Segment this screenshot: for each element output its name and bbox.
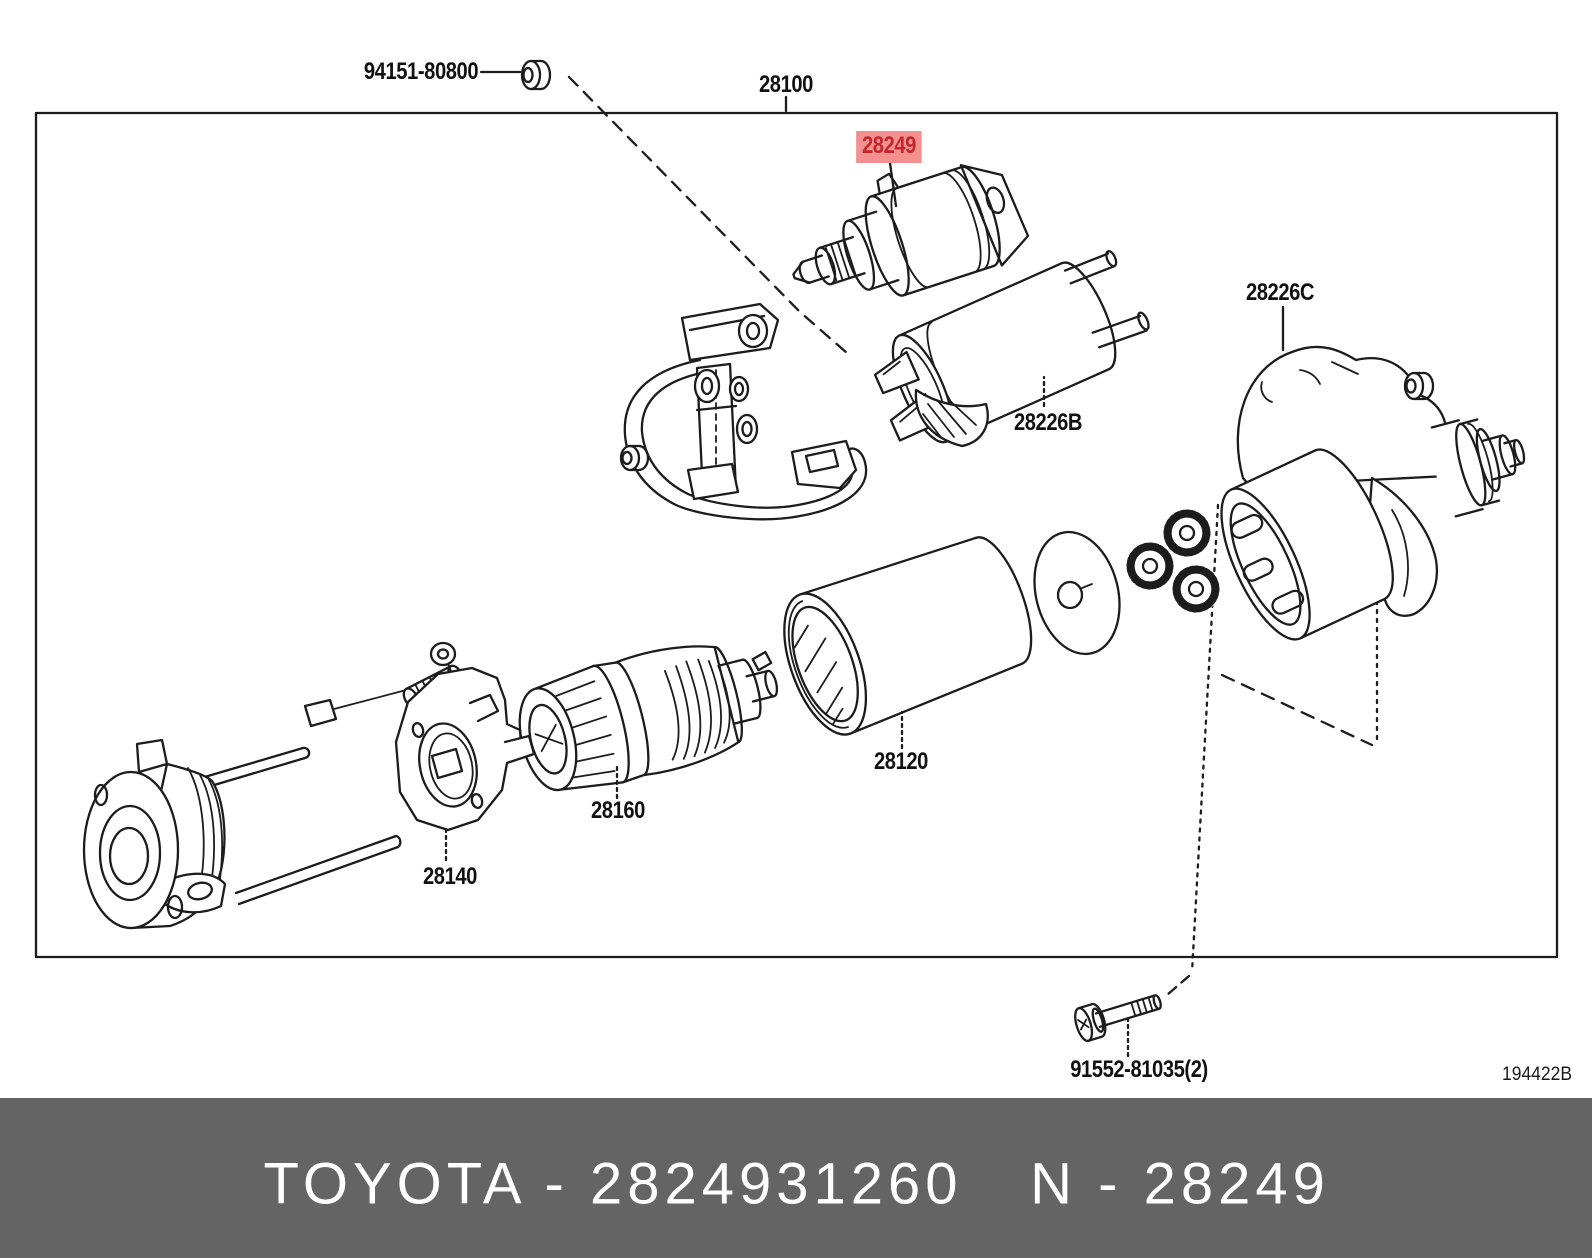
part-labels-layer: 94151-80800 28100 28249 28226C 28226B 28… xyxy=(363,58,1572,1085)
part-label-91552-81035: 91552-81035(2) xyxy=(1070,1056,1208,1083)
part-label-94151-80800: 94151-80800 xyxy=(363,58,479,85)
part-label-28140: 28140 xyxy=(423,863,477,890)
center-bearing-drawing xyxy=(303,641,536,832)
terminal-nut-drawing xyxy=(520,59,552,91)
part-label-28226C: 28226C xyxy=(1245,279,1315,306)
label-leader-lines xyxy=(444,70,1285,1058)
figure-reference-code: 194422B xyxy=(1502,1064,1572,1085)
harness-nut-icon xyxy=(619,444,650,472)
banner-full-part-number: TOYOTA - 2824931260 xyxy=(263,1151,963,1217)
mount-bolt-drawing xyxy=(1074,986,1162,1043)
part-label-28249-highlighted: 28249 xyxy=(856,131,922,163)
magnet-starter-switch-drawing xyxy=(792,164,1030,297)
part-label-28120: 28120 xyxy=(874,748,928,775)
diagram-frame-border xyxy=(34,111,1559,959)
part-number-banner: TOYOTA - 2824931260 N - 28249 xyxy=(0,1098,1592,1258)
part-label-28226B: 28226B xyxy=(1013,409,1083,436)
part-label-28100: 28100 xyxy=(759,71,813,98)
banner-short-part-number: N - 28249 xyxy=(1030,1151,1330,1217)
field-frame-drawing xyxy=(783,536,1033,736)
plate-washer-drawing xyxy=(1033,530,1121,656)
drive-housing-drawing xyxy=(1220,345,1526,641)
housing-nut-icon xyxy=(1403,371,1435,401)
starter-clutch-drawing xyxy=(518,645,779,792)
exploded-parts-drawing xyxy=(34,59,1559,1058)
part-label-28160: 28160 xyxy=(591,797,645,824)
switch-boot-drawing xyxy=(914,388,989,448)
end-frame-drawing xyxy=(82,738,402,930)
wire-harness-drawing xyxy=(619,302,868,521)
idler-gears-drawing xyxy=(1126,509,1220,613)
